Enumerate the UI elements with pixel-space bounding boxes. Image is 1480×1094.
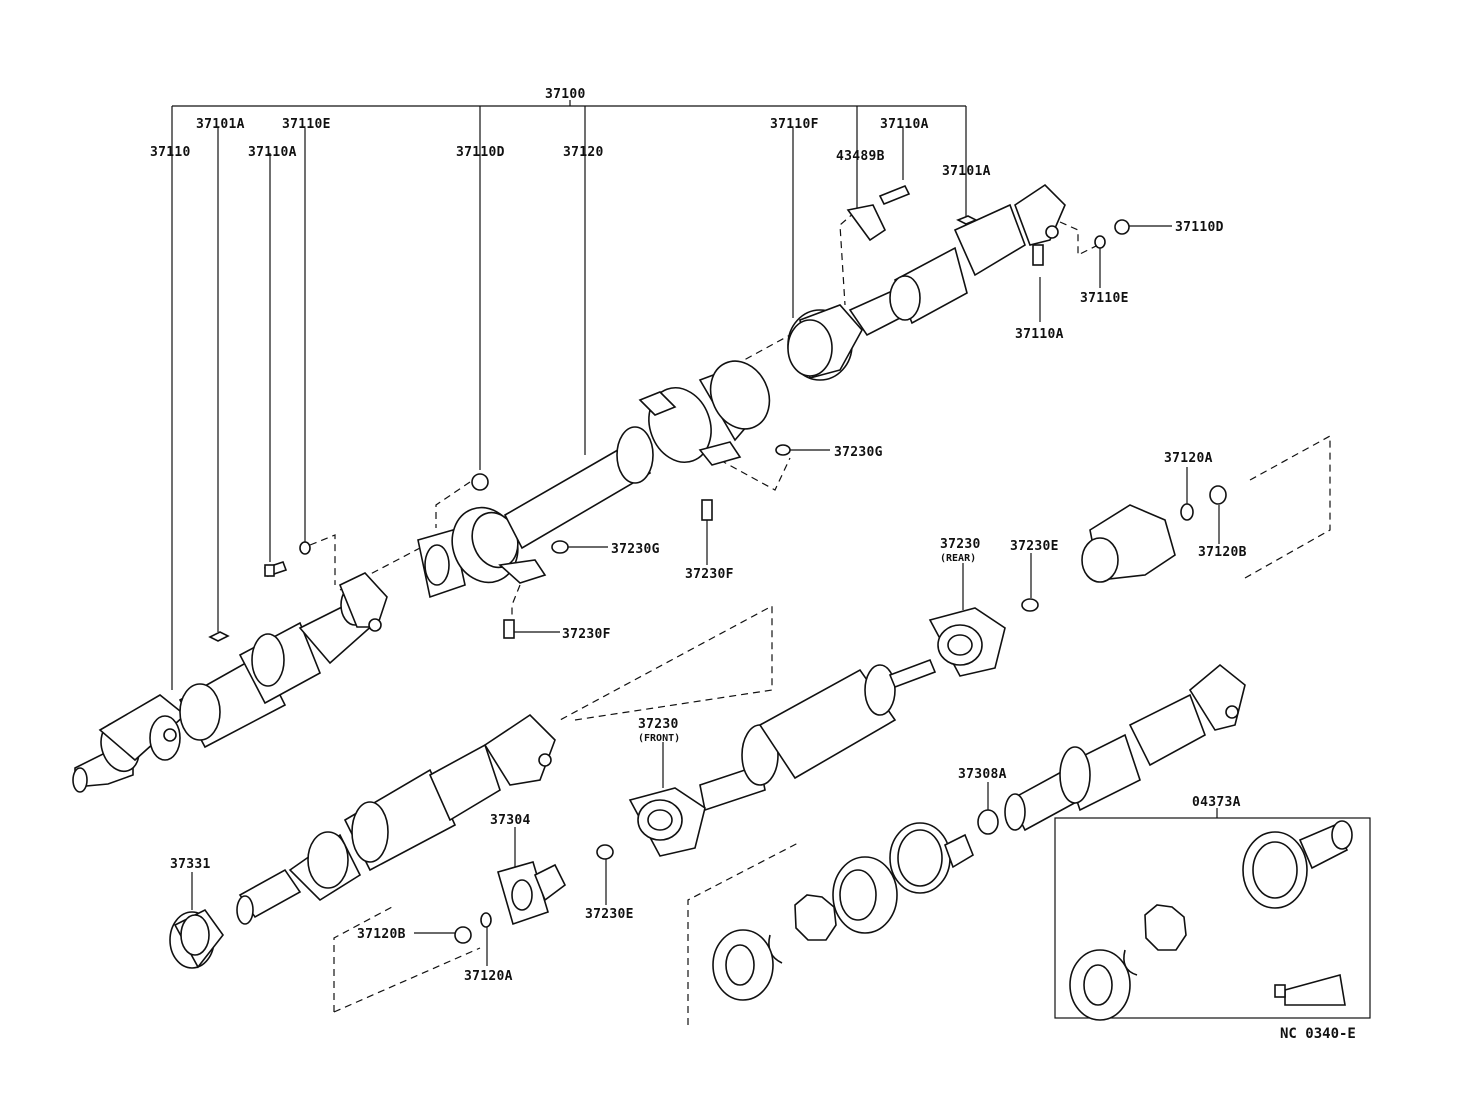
label-37304: 37304 (490, 813, 531, 828)
ring-37331 (169, 908, 224, 969)
label-37308A: 37308A (958, 767, 1007, 782)
label-37110: 37110 (150, 145, 191, 160)
label-37230G-right: 37230G (834, 445, 883, 460)
label-front: (FRONT) (638, 733, 680, 744)
label-37120A-right: 37120A (1164, 451, 1213, 466)
label-37110E: 37110E (282, 117, 331, 132)
middle-shaft (699, 658, 937, 812)
cv-joint-lower (712, 822, 974, 1001)
shim-37101A (208, 631, 230, 642)
label-37230-front: 37230 (638, 717, 679, 732)
label-37110A-top: 37110A (880, 117, 929, 132)
part-labels: 37100 37110 37101A 37110A 37110E 37110D … (150, 87, 1356, 1042)
label-37230-rear: 37230 (940, 537, 981, 552)
label-37101A-right: 37101A (942, 164, 991, 179)
dashed-guides (309, 211, 1331, 1025)
cv-joint-37110F (787, 183, 1130, 381)
center-shaft-37120 (417, 360, 791, 639)
label-37110D-right: 37110D (1175, 220, 1224, 235)
label-37120: 37120 (563, 145, 604, 160)
label-37331: 37331 (170, 857, 211, 872)
front-propeller-shaft (72, 541, 388, 793)
label-04373A: 04373A (1192, 795, 1241, 810)
label-37101A: 37101A (196, 117, 245, 132)
label-37230E-right: 37230E (1010, 539, 1059, 554)
flange-37304 (454, 861, 567, 944)
label-37100: 37100 (545, 87, 586, 102)
kit-box-04373A (1054, 817, 1371, 1021)
label-rear: (REAR) (940, 553, 976, 564)
label-37110F: 37110F (770, 117, 819, 132)
lower-front-shaft (236, 713, 556, 925)
label-37110E-right: 37110E (1080, 291, 1129, 306)
label-37230F-left: 37230F (562, 627, 611, 642)
leader-lines (171, 100, 1220, 966)
label-37230F-right: 37230F (685, 567, 734, 582)
label-37110D: 37110D (456, 145, 505, 160)
label-37110A: 37110A (248, 145, 297, 160)
label-37230E-left: 37230E (585, 907, 634, 922)
lower-rear-shaft (977, 663, 1246, 835)
label-43489B: 43489B (836, 149, 885, 164)
label-37120B-right: 37120B (1198, 545, 1247, 560)
label-37120B-left: 37120B (357, 927, 406, 942)
center-bearing-front (596, 787, 706, 860)
label-37230G-left: 37230G (611, 542, 660, 557)
diagram-code: NC 0340-E (1280, 1026, 1356, 1042)
label-37110A-right: 37110A (1015, 327, 1064, 342)
flange-37120-right (1081, 485, 1227, 583)
center-bearing-rear (928, 598, 1039, 677)
label-37120A-left: 37120A (464, 969, 513, 984)
